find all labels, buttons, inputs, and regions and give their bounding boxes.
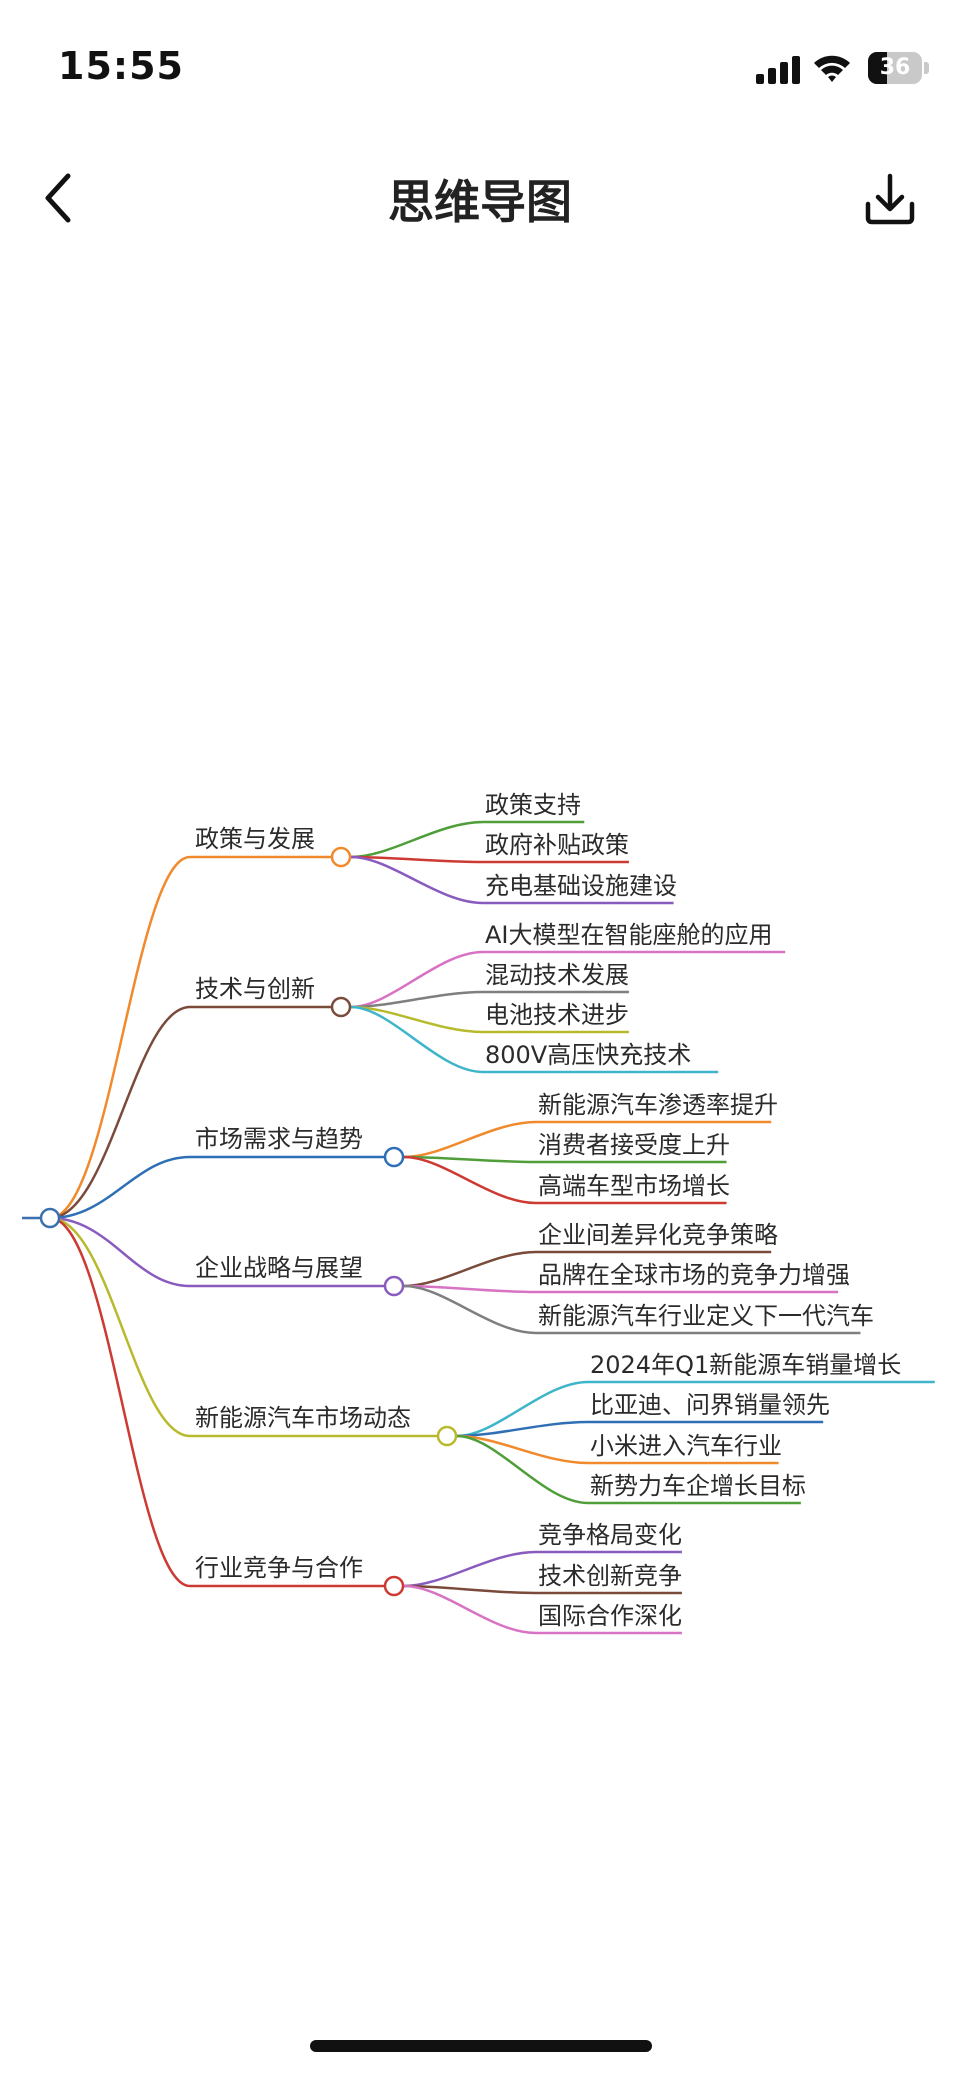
branch-connector [49, 1155, 191, 1220]
branch-connector [49, 855, 191, 1220]
child-label[interactable]: 比亚迪、问界销量领先 [590, 1391, 830, 1419]
branch-connector [49, 1216, 191, 1588]
child-label[interactable]: 新能源汽车行业定义下一代汽车 [538, 1302, 874, 1330]
child-connector [350, 855, 484, 905]
child-connector [403, 1284, 537, 1294]
child-label[interactable]: 国际合作深化 [538, 1602, 682, 1630]
branch-node[interactable] [383, 1575, 405, 1597]
child-connector [403, 1155, 537, 1164]
battery-cap [924, 62, 929, 74]
child-connector [350, 1005, 484, 1034]
child-connector [403, 1120, 537, 1159]
branch-node[interactable] [383, 1146, 405, 1168]
chevron-left-icon [45, 173, 71, 223]
battery-body: 36 [868, 52, 922, 84]
child-connector [456, 1420, 589, 1438]
child-label[interactable]: AI大模型在智能座舱的应用 [485, 921, 773, 949]
child-connector [403, 1250, 537, 1288]
child-connector [350, 950, 484, 1009]
signal-icon [756, 56, 800, 84]
download-icon [865, 173, 915, 225]
battery-icon: 36 [868, 52, 930, 84]
child-connector [403, 1284, 537, 1335]
child-connector [350, 855, 484, 864]
branch-connector [49, 1005, 191, 1220]
nav-bar: 思维导图 [0, 150, 960, 250]
node-layer [39, 846, 458, 1597]
child-label[interactable]: 竞争格局变化 [538, 1521, 682, 1549]
child-label[interactable]: 政府补贴政策 [485, 831, 629, 859]
child-connector [403, 1584, 537, 1595]
branch-label[interactable]: 技术与创新 [195, 975, 315, 1003]
child-connector [350, 820, 484, 859]
branch-label[interactable]: 行业竞争与合作 [195, 1554, 363, 1582]
child-label[interactable]: 政策支持 [485, 791, 581, 819]
child-connector [456, 1380, 589, 1438]
branch-label[interactable]: 市场需求与趋势 [195, 1125, 363, 1153]
child-connector [403, 1550, 537, 1588]
child-connector [350, 1005, 484, 1074]
child-label[interactable]: 充电基础设施建设 [485, 872, 677, 900]
branch-label[interactable]: 政策与发展 [195, 825, 315, 853]
branch-label[interactable]: 新能源汽车市场动态 [195, 1404, 411, 1432]
wifi-icon [814, 55, 850, 82]
child-label[interactable]: 新势力车企增长目标 [590, 1472, 806, 1500]
status-icons: 36 [750, 50, 930, 86]
branch-connector [49, 1216, 191, 1288]
branch-node[interactable] [383, 1275, 405, 1297]
root-node[interactable] [39, 1207, 61, 1229]
branch-node[interactable] [330, 996, 352, 1018]
connector-layer [22, 820, 935, 1635]
child-label[interactable]: 2024年Q1新能源车销量增长 [590, 1351, 901, 1379]
child-label[interactable]: 技术创新竞争 [538, 1562, 682, 1590]
back-button[interactable] [36, 168, 86, 228]
child-label[interactable]: 新能源汽车渗透率提升 [538, 1091, 778, 1119]
battery-fill [868, 52, 888, 84]
child-connector [456, 1434, 589, 1505]
page-title: 思维导图 [388, 175, 572, 229]
download-button[interactable] [860, 170, 920, 230]
status-time: 15:55 [58, 44, 184, 88]
home-indicator[interactable] [310, 2040, 652, 2052]
branch-label[interactable]: 企业战略与展望 [195, 1254, 363, 1282]
child-label[interactable]: 小米进入汽车行业 [590, 1432, 782, 1460]
child-label[interactable]: 800V高压快充技术 [485, 1041, 691, 1069]
child-connector [456, 1434, 589, 1465]
child-label[interactable]: 企业间差异化竞争策略 [538, 1221, 778, 1249]
child-connector [350, 990, 484, 1009]
status-bar: 15:55 36 [0, 0, 960, 120]
branch-connector [49, 1216, 191, 1438]
child-label[interactable]: 高端车型市场增长 [538, 1172, 730, 1200]
child-label[interactable]: 品牌在全球市场的竞争力增强 [538, 1261, 850, 1289]
branch-node[interactable] [330, 846, 352, 868]
child-connector [403, 1155, 537, 1205]
battery-level: 36 [879, 55, 911, 80]
branch-node[interactable] [436, 1425, 458, 1447]
child-connector [403, 1584, 537, 1635]
child-label[interactable]: 消费者接受度上升 [538, 1131, 730, 1159]
child-label[interactable]: 电池技术进步 [485, 1001, 629, 1029]
child-label[interactable]: 混动技术发展 [485, 961, 629, 989]
